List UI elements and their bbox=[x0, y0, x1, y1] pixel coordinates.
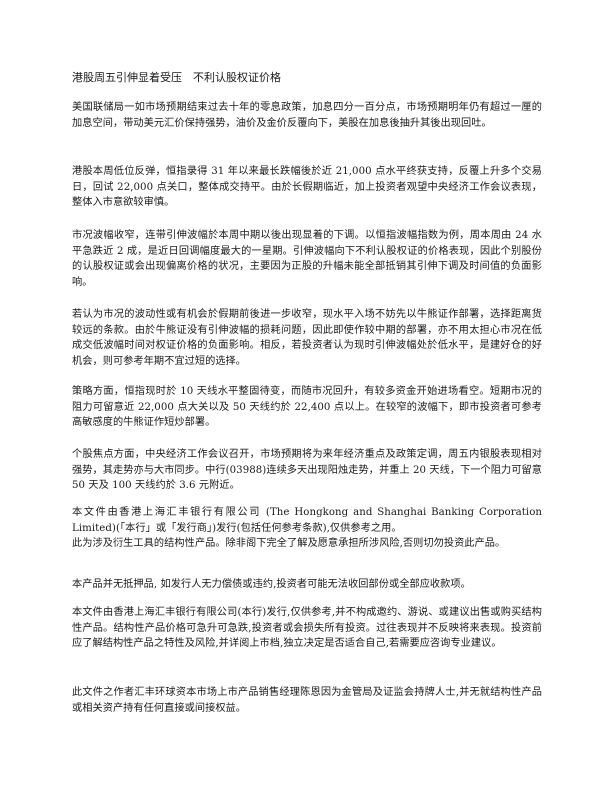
paragraph-disclaimer-author: 此文件之作者汇丰环球资本市场上市产品销售经理陈恩因为金管局及证监会持牌人士,并无… bbox=[72, 687, 542, 714]
paragraph-cbbc-strategy: 若认为市况的波动性或有机会於假期前後进一步收窄，现水平入场不妨先以牛熊证作部署，… bbox=[72, 309, 542, 367]
paragraph-disclaimer-issuer: 本文件由香港上海汇丰银行有限公司 (The Hongkong and Shang… bbox=[72, 507, 542, 549]
article-title: 港股周五引伸显着受压 不利认股权证价格 bbox=[72, 71, 281, 84]
paragraph-volatility: 市况波幅收窄，连带引伸波幅於本周中期以後出现显着的下调。以恒指波幅指数为例，周本… bbox=[72, 230, 542, 288]
paragraph-disclaimer-general: 本文件由香港上海汇丰银行有限公司(本行)发行,仅供参考,并不构成邀约、游说、或建… bbox=[72, 607, 542, 649]
paragraph-fed-rate: 美国联储局一如市场预期结束过去十年的零息政策，加息四分一百分点，市场预期明年仍有… bbox=[72, 102, 542, 129]
paragraph-index-strategy: 策略方面，恒指现时於 10 天线水平整固待变，而随市况回升，有较多资金开始进场看… bbox=[72, 386, 542, 428]
paragraph-stock-focus: 个股焦点方面，中央经济工作会议召开，市场预期将为来年经济重点及政策定调，周五内银… bbox=[72, 449, 542, 491]
paragraph-hk-market: 港股本周低位反弹，恒指录得 31 年以来最长跌幅後於近 21,000 点水平终获… bbox=[72, 166, 542, 208]
paragraph-disclaimer-collateral: 本产品并无抵押品, 如发行人无力偿债或违约,投资者可能无法收回部份或全部应收款项… bbox=[72, 579, 471, 590]
